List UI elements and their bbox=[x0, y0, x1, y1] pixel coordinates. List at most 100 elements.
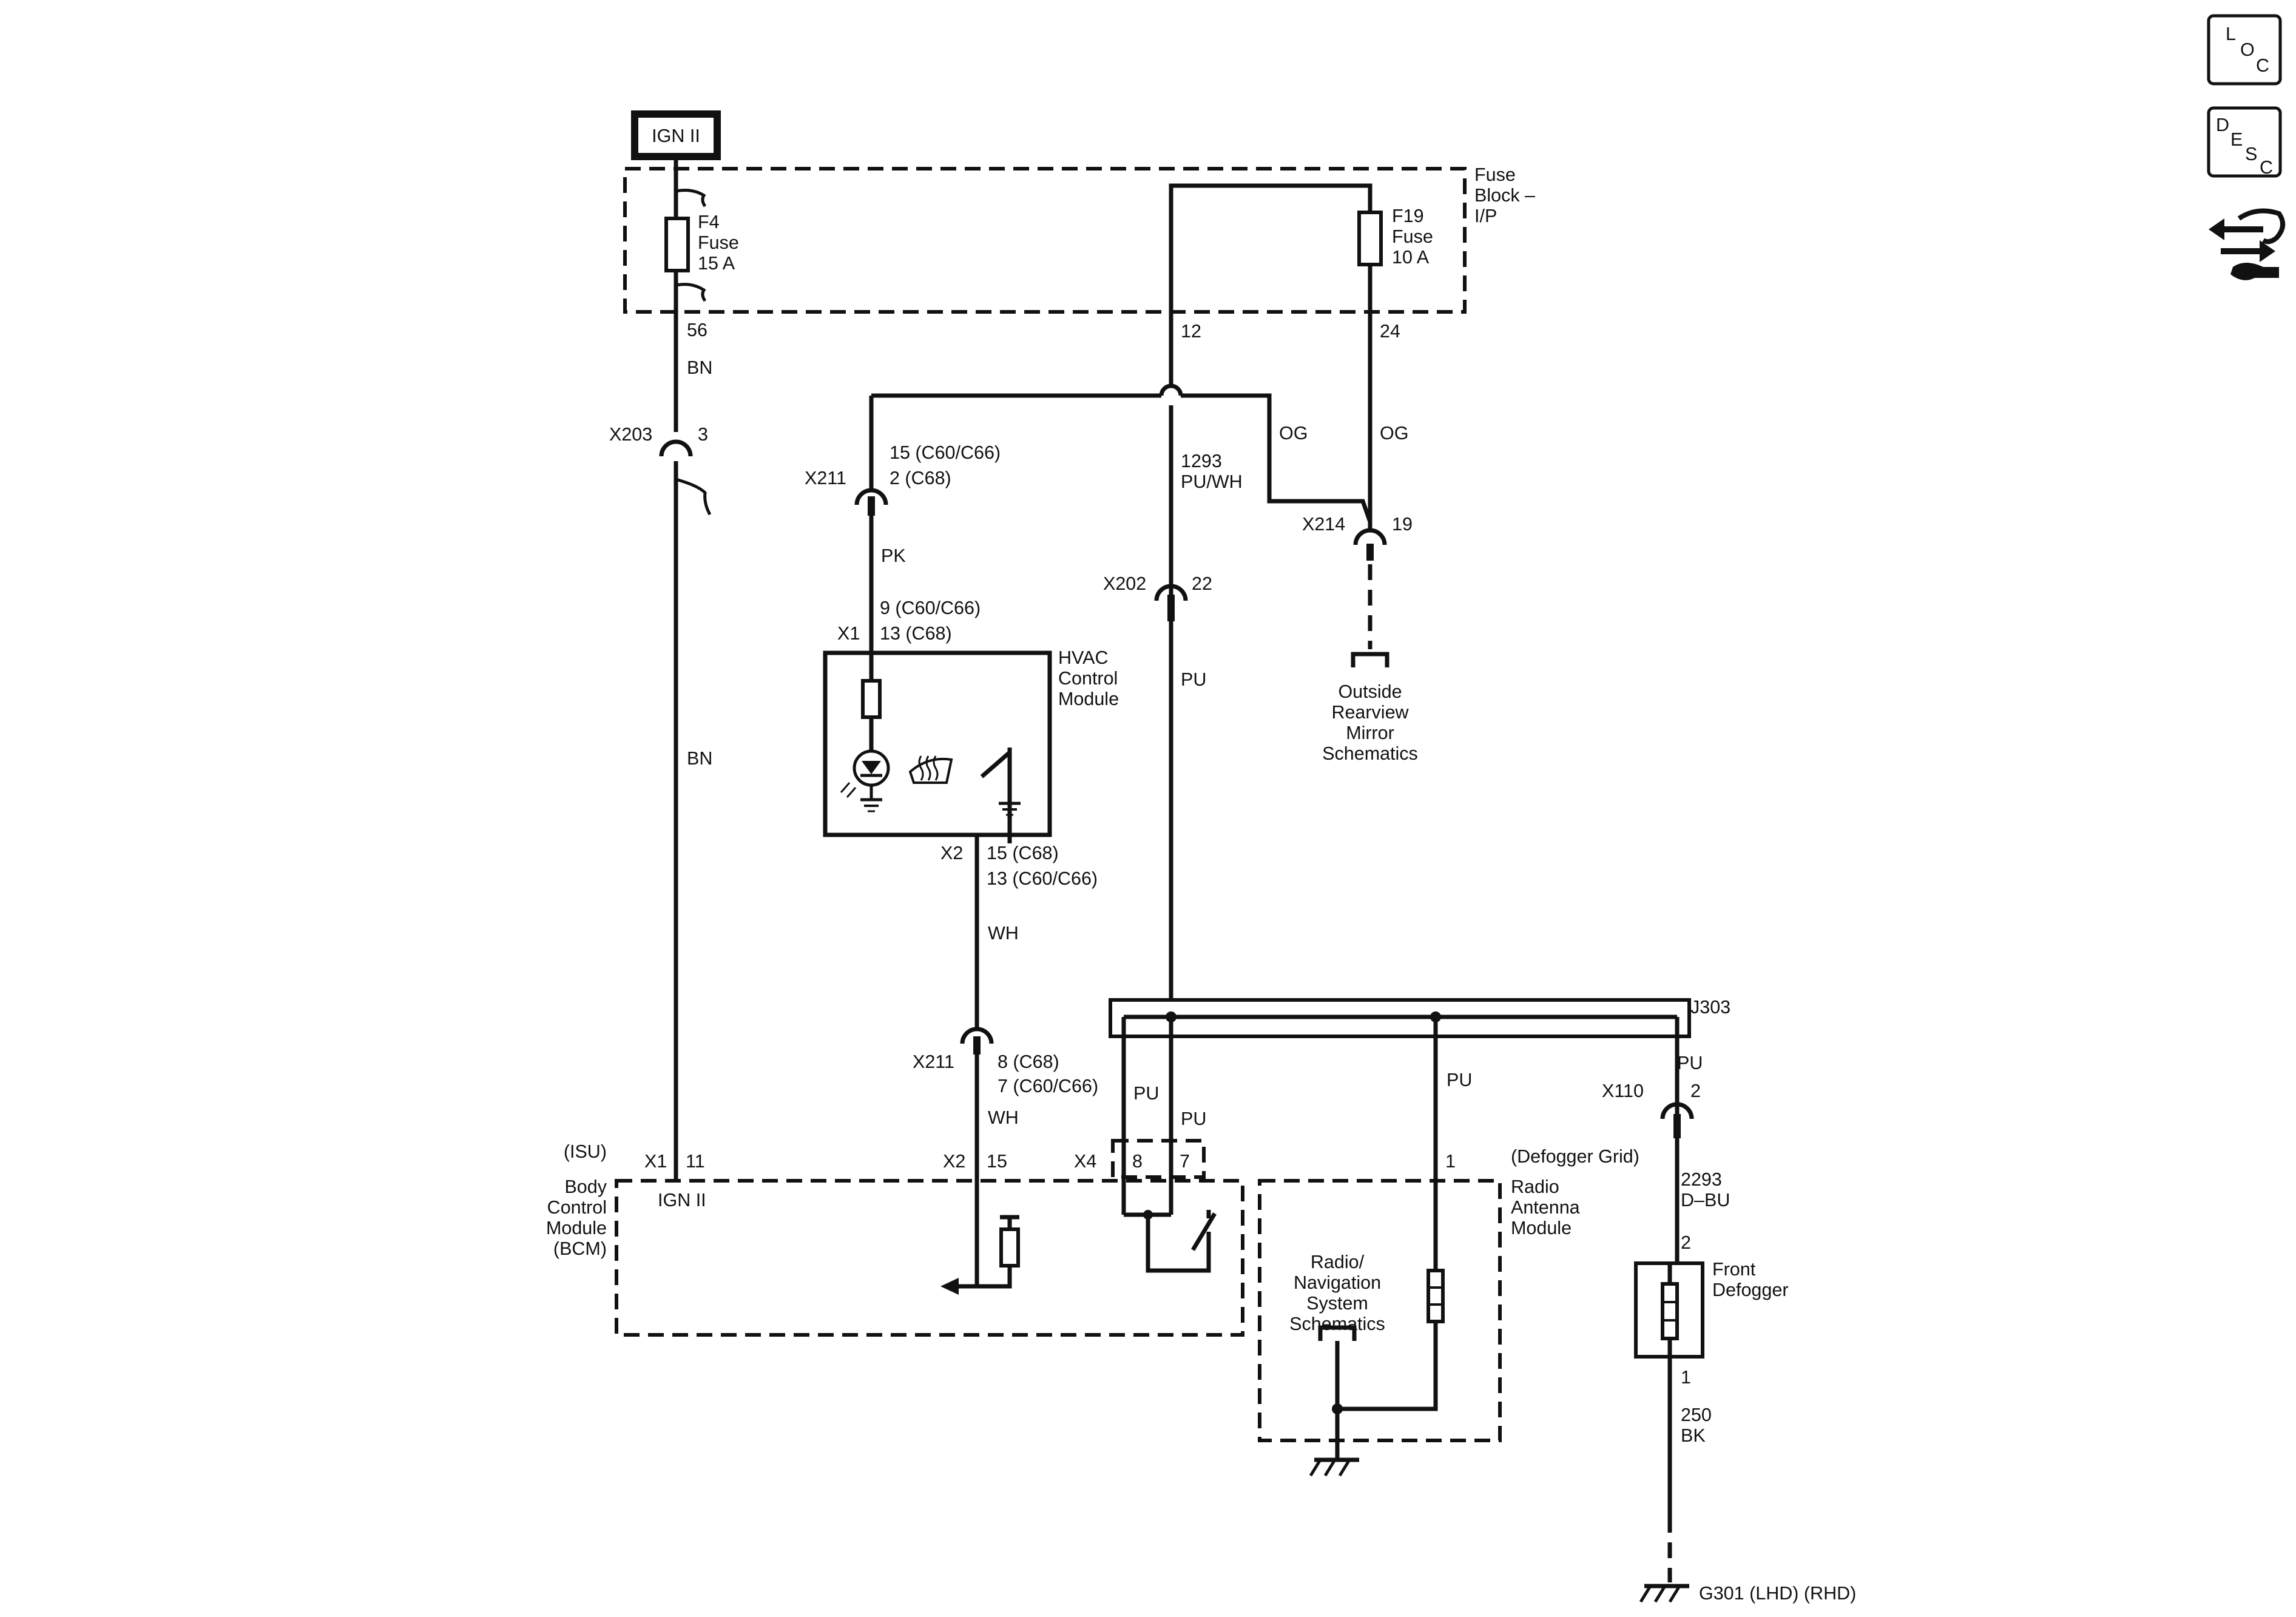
circuit-250: 250 bbox=[1681, 1405, 1712, 1425]
x202-pin: 22 bbox=[1192, 573, 1212, 594]
wire-pu-wh: PU/WH bbox=[1181, 471, 1243, 492]
antenna-label-1: Radio bbox=[1511, 1176, 1559, 1197]
bcm-ign-label: IGN II bbox=[658, 1190, 706, 1210]
wire-og-left: OG bbox=[1279, 423, 1308, 444]
fuse-block-label-2: Block – bbox=[1474, 185, 1535, 206]
x211-top-pin-1: 15 (C60/C66) bbox=[890, 442, 1001, 463]
antenna-grid-label: (Defogger Grid) bbox=[1511, 1146, 1639, 1167]
x203-pin: 3 bbox=[698, 424, 708, 445]
bcm-label-2: Control bbox=[547, 1197, 607, 1218]
hvac-control-module bbox=[823, 650, 1052, 837]
f19-fuse-symbol bbox=[1357, 211, 1383, 266]
radio-ref-line-4: Schematics bbox=[1289, 1314, 1385, 1334]
bcm-output-switch bbox=[1190, 1212, 1217, 1251]
defogger-pin-2: 2 bbox=[1681, 1232, 1691, 1253]
x214-connector-female bbox=[1353, 528, 1387, 545]
ground-label: G301 (LHD) (RHD) bbox=[1699, 1583, 1856, 1604]
loc-o: O bbox=[2240, 39, 2255, 60]
wire-wh-1: WH bbox=[988, 923, 1019, 944]
location-view-icon[interactable]: L O C bbox=[2207, 14, 2282, 86]
bcm-x2-pin: 15 bbox=[987, 1151, 1007, 1172]
bcm-x4-label: X4 bbox=[1074, 1151, 1096, 1172]
x211-top-connector-female bbox=[854, 488, 888, 505]
f19-name: F19 bbox=[1392, 206, 1424, 226]
x211-bot-pin-1: 8 (C68) bbox=[998, 1052, 1059, 1072]
f4-fuse-symbol bbox=[664, 217, 690, 272]
x211-top-pin-2: 2 (C68) bbox=[890, 468, 951, 488]
radio-reference-bracket bbox=[1318, 1325, 1357, 1341]
x110-pin: 2 bbox=[1690, 1081, 1701, 1101]
x214-pin: 19 bbox=[1392, 514, 1413, 535]
fuse-block-outline bbox=[623, 167, 1467, 314]
x1-hvac-pin-1: 9 (C60/C66) bbox=[880, 598, 981, 618]
x4-connector-outline bbox=[1111, 1139, 1206, 1179]
bcm-label-3: Module bbox=[546, 1218, 607, 1238]
radio-ref-line-1: Radio/ bbox=[1311, 1252, 1365, 1272]
wire-pu-d: PU bbox=[1677, 1053, 1703, 1073]
mirror-ref-line-1: Outside bbox=[1338, 681, 1402, 702]
defogger-grid-element bbox=[1427, 1269, 1445, 1323]
x203-connector-female bbox=[659, 439, 693, 457]
desc-d: D bbox=[2216, 115, 2229, 135]
bcm-pullup-resistor bbox=[999, 1227, 1020, 1268]
hvac-resistor-symbol bbox=[861, 679, 882, 719]
mirror-reference-bracket bbox=[1351, 652, 1389, 667]
f19-word: Fuse bbox=[1392, 226, 1433, 247]
fuse-block-label-1: Fuse bbox=[1474, 164, 1516, 185]
pin-24: 24 bbox=[1380, 321, 1400, 342]
antenna-pin-1: 1 bbox=[1445, 1151, 1456, 1172]
bcm-input-arrow bbox=[940, 1278, 959, 1295]
rear-defrost-icon bbox=[908, 755, 953, 784]
x1-hvac-label: X1 bbox=[837, 623, 860, 644]
wire-d-bu: D–BU bbox=[1681, 1190, 1730, 1210]
defogger-label-2: Defogger bbox=[1712, 1280, 1788, 1300]
bcm-x2-label: X2 bbox=[943, 1151, 965, 1172]
defogger-pin-1: 1 bbox=[1681, 1367, 1691, 1388]
radio-ref-line-3: System bbox=[1306, 1293, 1368, 1314]
chassis-ground-icon bbox=[1309, 1457, 1359, 1477]
loc-l: L bbox=[2226, 24, 2236, 44]
repair-procedure-icon[interactable] bbox=[2209, 208, 2285, 280]
wire-pk: PK bbox=[881, 545, 906, 566]
bcm-x4-pin-8: 8 bbox=[1132, 1151, 1143, 1172]
f4-name: F4 bbox=[698, 212, 720, 232]
ign-power-label: IGN II bbox=[652, 126, 700, 146]
mirror-ref-line-2: Rearview bbox=[1331, 702, 1409, 723]
radio-ref-line-2: Navigation bbox=[1294, 1272, 1381, 1293]
x203-label: X203 bbox=[609, 424, 652, 445]
wire-pu-a: PU bbox=[1133, 1083, 1159, 1104]
body-control-module bbox=[615, 1179, 1244, 1337]
desc-c: C bbox=[2260, 157, 2273, 178]
f4-pin: 56 bbox=[687, 320, 707, 340]
wire-bn-top: BN bbox=[687, 357, 712, 378]
x110-label: X110 bbox=[1602, 1081, 1644, 1101]
bcm-x1-label: X1 bbox=[644, 1151, 667, 1172]
x202-label: X202 bbox=[1103, 573, 1146, 594]
x211-top-label: X211 bbox=[805, 468, 846, 488]
hvac-label-1: HVAC bbox=[1058, 647, 1108, 668]
wire-pu-b: PU bbox=[1181, 1109, 1206, 1129]
antenna-label-3: Module bbox=[1511, 1218, 1572, 1238]
wire-pu-c: PU bbox=[1447, 1070, 1472, 1090]
f4-word: Fuse bbox=[698, 232, 739, 253]
pin-12: 12 bbox=[1181, 321, 1201, 342]
x211-bot-connector-female bbox=[960, 1027, 994, 1044]
bcm-x4-pin-7: 7 bbox=[1180, 1151, 1190, 1172]
antenna-label-2: Antenna bbox=[1511, 1197, 1580, 1218]
bcm-x1-pin: 11 bbox=[686, 1151, 705, 1172]
indicator-led-icon bbox=[840, 749, 890, 812]
f4-rating: 15 A bbox=[698, 253, 735, 274]
wire-og-right: OG bbox=[1380, 423, 1408, 444]
x211-bot-pin-2: 7 (C60/C66) bbox=[998, 1076, 1098, 1096]
j303-label: J303 bbox=[1690, 997, 1730, 1018]
desc-e: E bbox=[2230, 129, 2243, 150]
wire-bn-low: BN bbox=[687, 748, 712, 769]
x211-bot-label: X211 bbox=[913, 1052, 954, 1072]
x2-hvac-pin-2: 13 (C60/C66) bbox=[987, 868, 1098, 889]
x2-hvac-label: X2 bbox=[940, 843, 963, 863]
f19-rating: 10 A bbox=[1392, 247, 1430, 268]
description-view-icon[interactable]: D E S C bbox=[2207, 106, 2282, 178]
fuse-block-label-3: I/P bbox=[1474, 206, 1497, 226]
defogger-label-1: Front bbox=[1712, 1259, 1756, 1280]
